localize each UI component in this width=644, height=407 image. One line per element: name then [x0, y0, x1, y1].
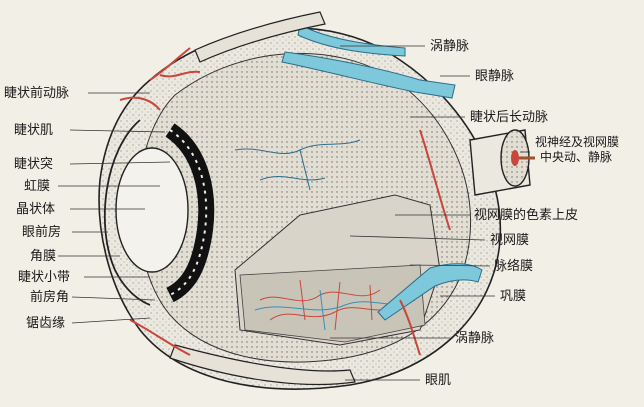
lens [115, 147, 189, 273]
label-rpe: 视网膜的色素上皮 [474, 208, 579, 223]
leader-lines-right [330, 45, 530, 381]
ophthalmic-vein [281, 51, 456, 99]
leader-lines-left [58, 92, 171, 324]
label-eye-muscle: 眼肌 [425, 373, 452, 388]
label-ciliary-process: 睫状突 [14, 157, 54, 172]
label-cornea: 角膜 [30, 249, 57, 264]
choroid-layer [239, 264, 426, 343]
ciliary-body [165, 123, 215, 303]
label-zonule: 睫状小带 [18, 270, 71, 285]
vortex-vein-lower [377, 263, 483, 321]
cornea [103, 119, 151, 306]
label-posterior-ciliary-artery: 睫状后长动脉 [470, 110, 549, 125]
label-vortex-vein-top: 涡静脉 [430, 39, 470, 54]
vortex-vein-upper [297, 24, 406, 57]
label-sclera: 巩膜 [500, 289, 527, 304]
eye-muscle-top [194, 11, 326, 63]
label-lens: 晶状体 [16, 202, 56, 217]
label-retina: 视网膜 [490, 233, 530, 248]
choroid-vessels [259, 279, 401, 331]
label-ora-serrata: 锯齿缘 [26, 316, 66, 331]
eye-muscle [169, 344, 356, 386]
optic-nerve [469, 129, 535, 196]
arteries [119, 47, 451, 356]
label-choroid: 脉络膜 [494, 259, 534, 274]
label-ophthalmic-vein: 眼静脉 [475, 69, 515, 84]
label-chamber-angle: 前房角 [30, 290, 70, 305]
label-ciliary-muscle: 睫状肌 [14, 123, 54, 138]
label-anterior-chamber: 眼前房 [22, 225, 62, 240]
label-ciliary-anterior-artery: 睫状前动脉 [4, 86, 70, 101]
label-vortex-vein-bottom: 涡静脉 [455, 331, 495, 346]
label-optic-nerve-1: 视神经及视网膜 [535, 135, 620, 149]
label-iris: 虹膜 [24, 179, 51, 194]
retinal-vessels [234, 139, 361, 191]
label-optic-nerve-2: 中央动、静脉 [540, 150, 613, 164]
